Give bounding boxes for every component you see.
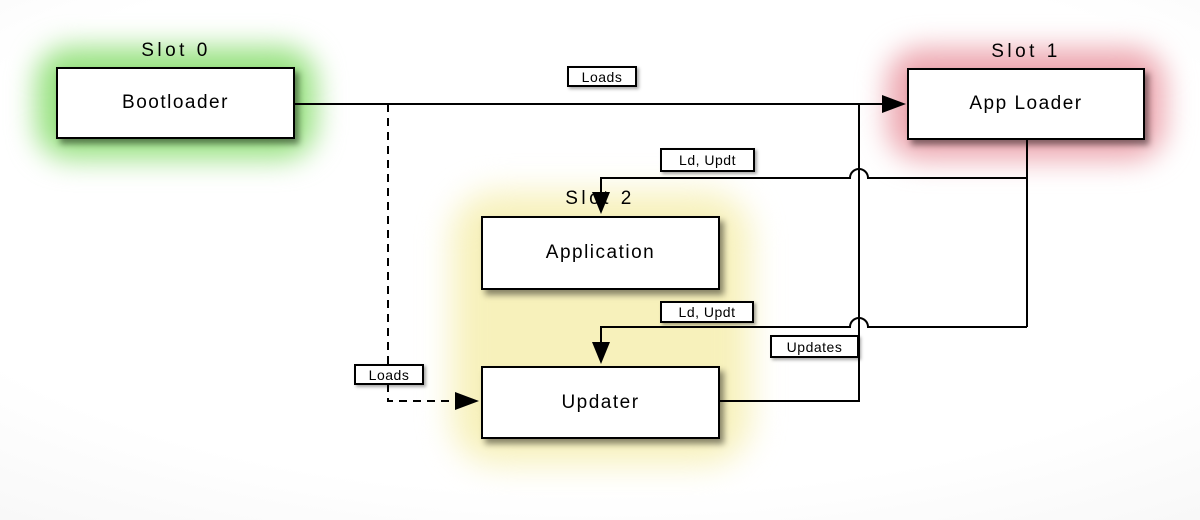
edge-ld-updt-application-line [600, 168, 1027, 192]
edge-label-ld-updt-updater: Ld, Updt [660, 301, 754, 323]
edge-label-loads-dashed: Loads [354, 364, 424, 385]
node-application: Application [481, 216, 720, 290]
edge-label-ld-updt-application: Ld, Updt [660, 148, 755, 172]
node-app-loader-label: App Loader [969, 93, 1083, 114]
edge-loads-dashed-line [387, 104, 455, 402]
edge-label-loads: Loads [567, 66, 637, 87]
edge-ld-updt-updater-arrowhead [592, 342, 610, 364]
edge-loads-dashed-arrowhead [455, 392, 479, 410]
node-bootloader: Bootloader [56, 67, 295, 139]
node-application-label: Application [545, 242, 656, 263]
node-app-loader: App Loader [907, 68, 1145, 140]
edge-ld-updt-application-arrowhead [592, 192, 610, 214]
node-bootloader-label: Bootloader [122, 92, 229, 113]
edge-label-updates: Updates [770, 335, 859, 358]
slot1-title: Slot 1 [991, 41, 1061, 62]
edge-updates-line [720, 104, 860, 402]
edge-loads-arrowhead [882, 95, 906, 113]
node-updater-label: Updater [561, 391, 640, 413]
slot0-title: Slot 0 [141, 40, 211, 61]
node-updater: Updater [481, 366, 720, 439]
edge-ld-updt-updater-line [600, 317, 1027, 342]
